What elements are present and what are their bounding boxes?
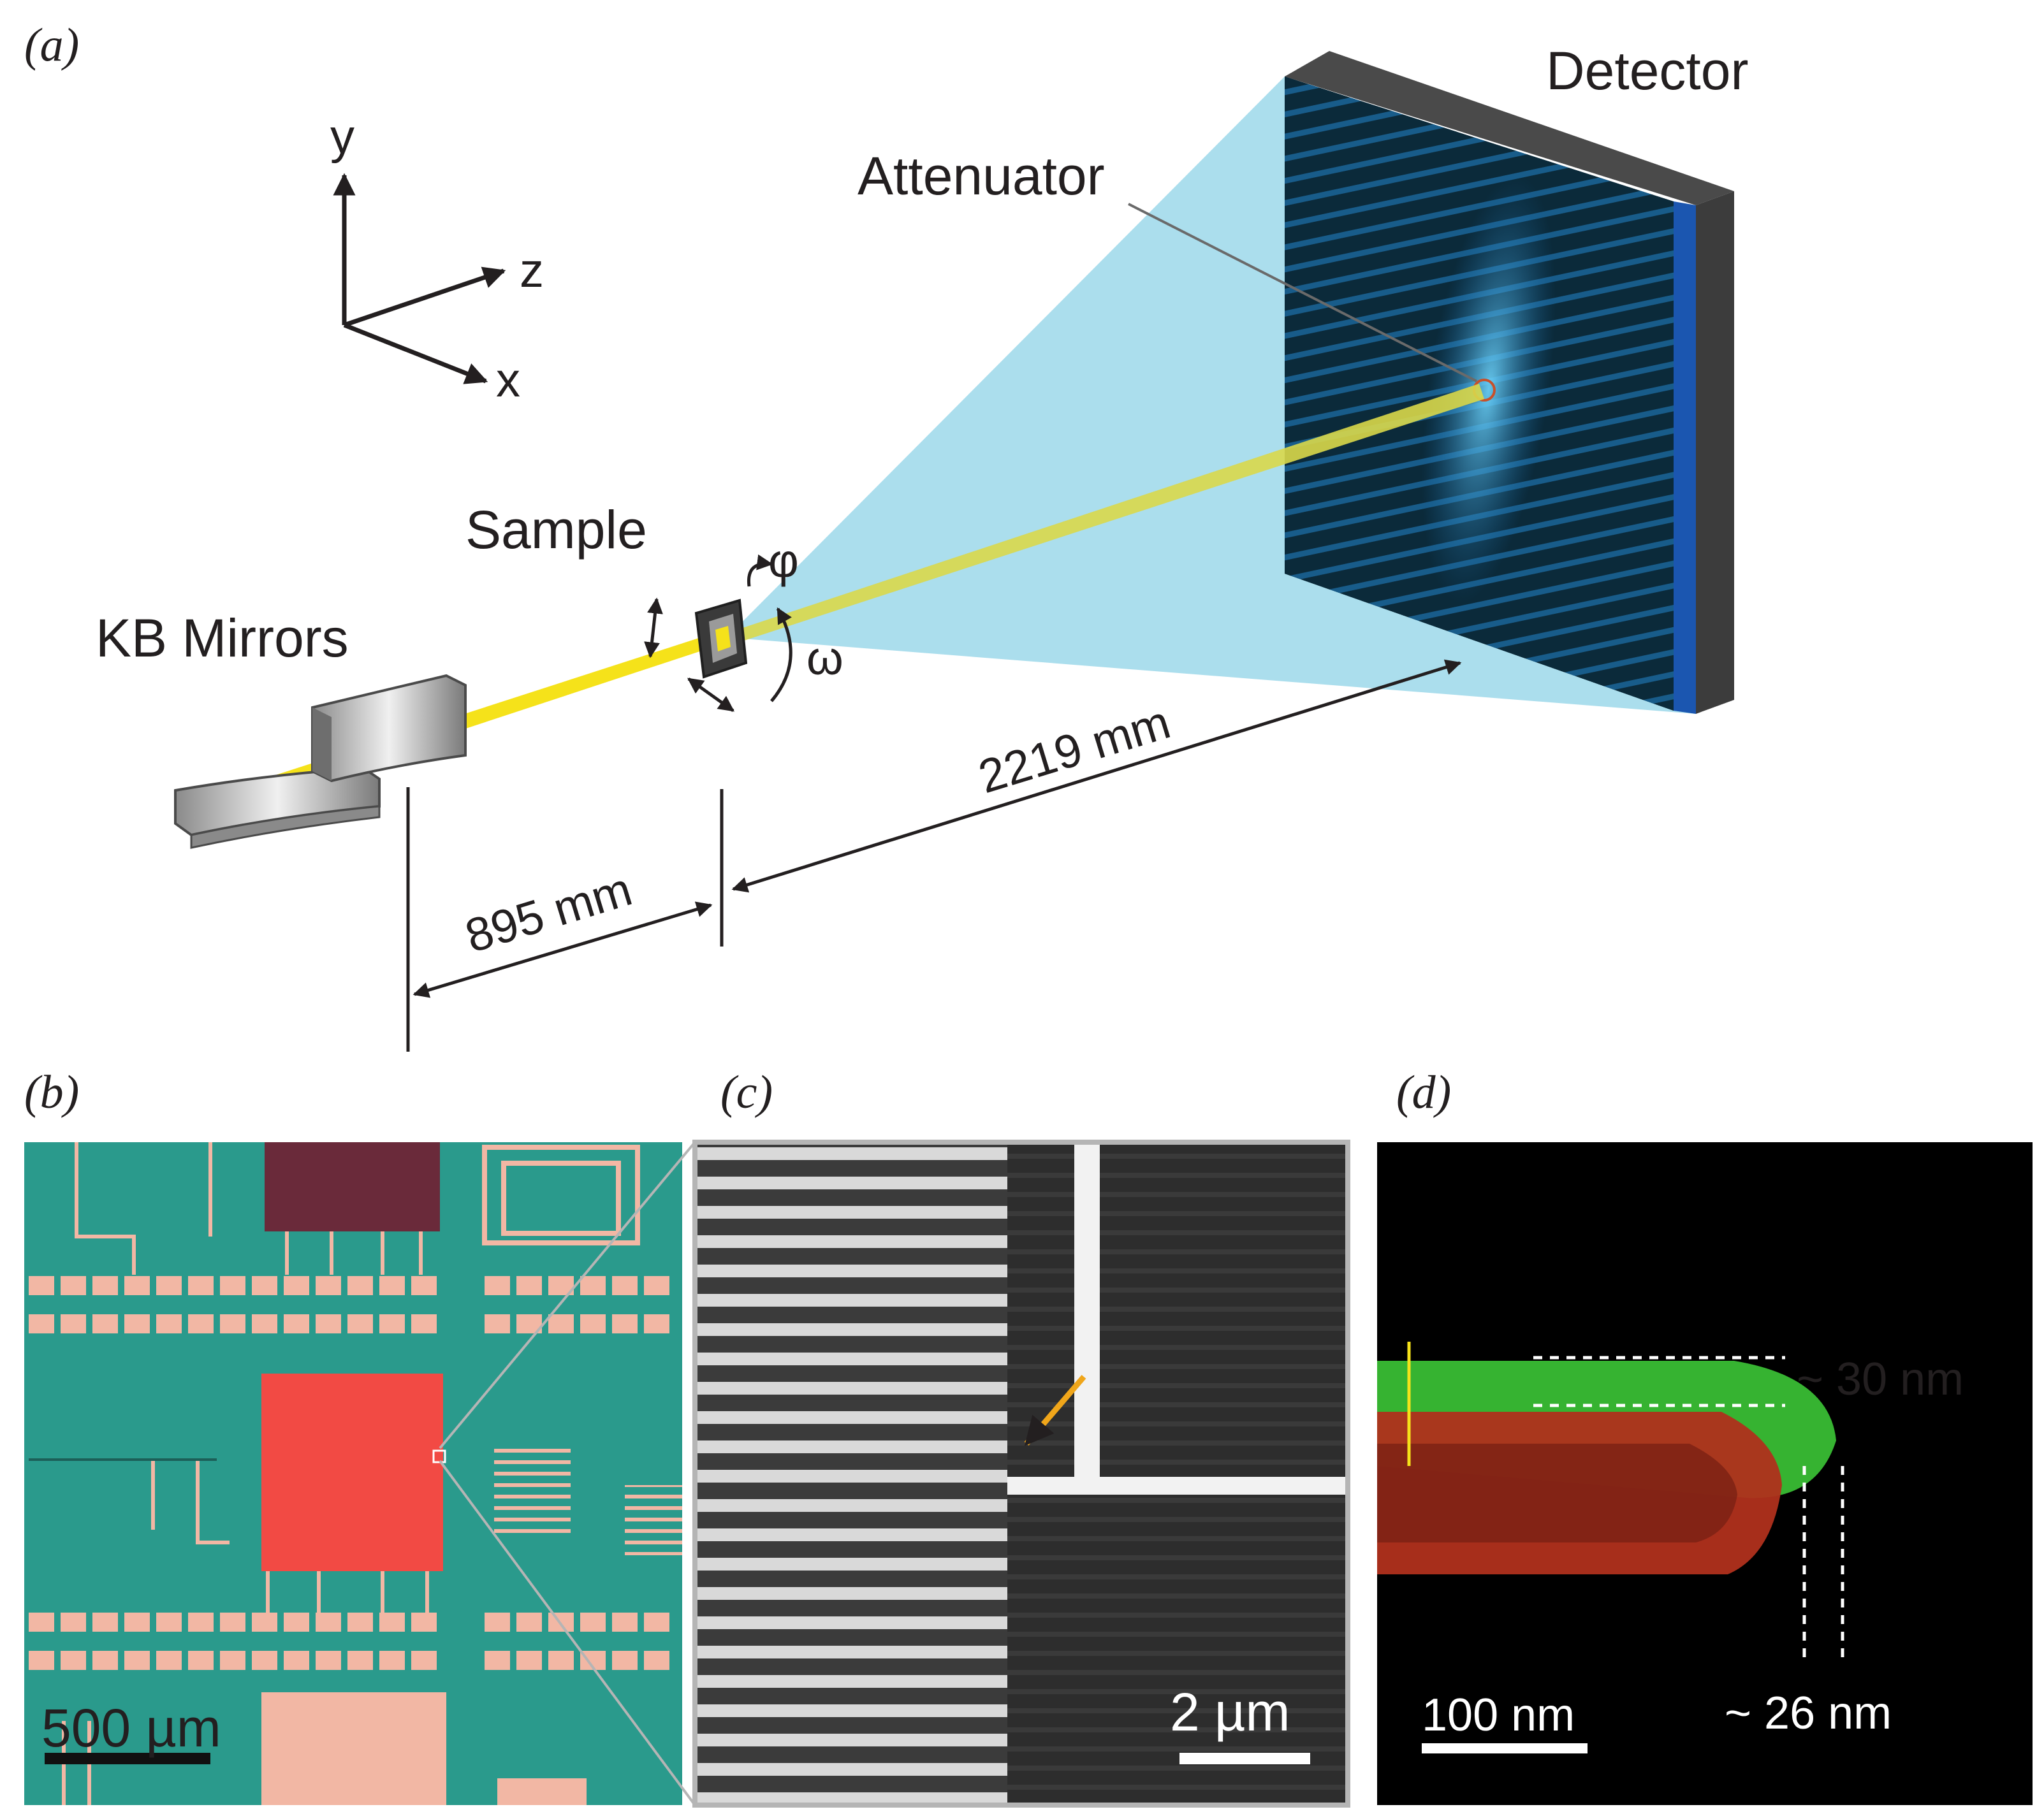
reconstruction-d: 100 nm ~ 26 nm bbox=[1377, 1142, 2033, 1805]
scale-label-c: 2 µm bbox=[1170, 1682, 1290, 1742]
panel-label-d: (d) bbox=[1396, 1066, 1451, 1119]
panel-label-b: (b) bbox=[24, 1066, 79, 1119]
attenuator-label: Attenuator bbox=[858, 146, 1105, 206]
frame-c bbox=[692, 1140, 1350, 1808]
scale-bar-c bbox=[1179, 1753, 1310, 1764]
axis-label-x: x bbox=[496, 353, 520, 407]
offset-label: ~ 26 nm bbox=[1725, 1688, 1892, 1739]
scale-label-d: 100 nm bbox=[1422, 1690, 1575, 1741]
detector-label: Detector bbox=[1546, 41, 1748, 101]
omega-label: ω bbox=[807, 632, 843, 685]
axis-label-y: y bbox=[330, 110, 354, 164]
sample bbox=[694, 599, 748, 679]
thickness-label: ~ 30 nm bbox=[1797, 1354, 1964, 1405]
distance-label-2219: 2219 mm bbox=[972, 695, 1176, 804]
panel-label-a: (a) bbox=[24, 19, 79, 71]
panel-label-c: (c) bbox=[720, 1066, 773, 1119]
axes-icon bbox=[333, 173, 506, 384]
micrograph-b: 500 µm bbox=[24, 1142, 682, 1805]
attenuator-pointer bbox=[1128, 203, 1477, 382]
distance-markers bbox=[406, 659, 1462, 1052]
zoom-lines bbox=[439, 1141, 696, 1806]
phi-label: φ bbox=[768, 534, 799, 587]
translation-arrows bbox=[644, 597, 735, 713]
bond-pad-row bbox=[29, 1276, 669, 1670]
transmitted-beam bbox=[733, 384, 1484, 642]
dimension-guides bbox=[1533, 1356, 1844, 1664]
kb-mirrors bbox=[174, 674, 467, 849]
sample-label: Sample bbox=[465, 500, 647, 560]
micrograph-c: 2 µm bbox=[695, 1142, 1348, 1805]
scale-bar-b bbox=[45, 1753, 210, 1764]
scale-bar-d bbox=[1422, 1743, 1588, 1753]
phi-rotation-arrow bbox=[747, 554, 773, 587]
axis-label-z: z bbox=[520, 243, 544, 298]
kb-mirrors-label: KB Mirrors bbox=[96, 608, 349, 668]
scale-label-b: 500 µm bbox=[41, 1698, 221, 1758]
arrow-icon bbox=[1024, 1375, 1086, 1446]
distance-label-895: 895 mm bbox=[459, 862, 638, 963]
